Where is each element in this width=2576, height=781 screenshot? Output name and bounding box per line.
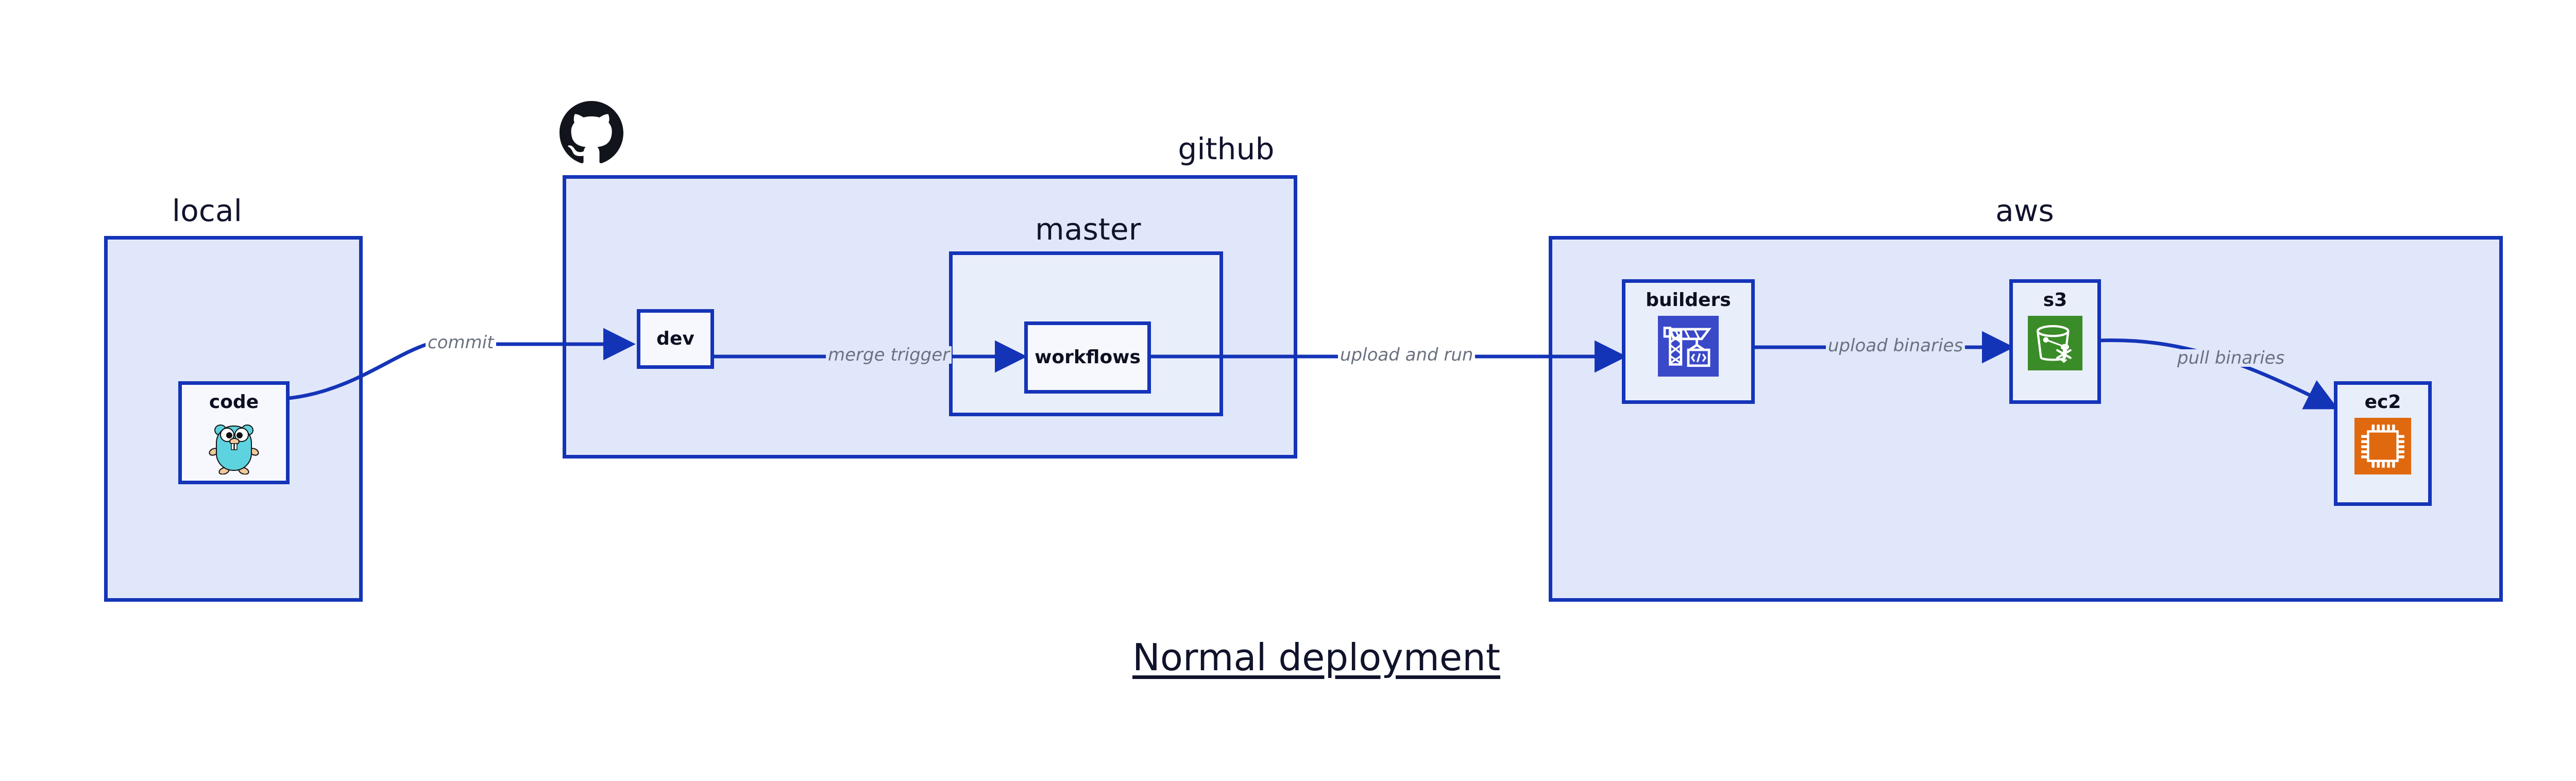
s3-bucket-icon — [2028, 316, 2082, 372]
node-code[interactable]: code — [178, 381, 290, 484]
node-dev-label: dev — [656, 328, 694, 349]
edge-label-merge-trigger: merge trigger — [826, 346, 952, 364]
node-ec2[interactable]: ec2 — [2334, 381, 2432, 506]
cpu-chip-icon — [2354, 418, 2411, 477]
edge-label-commit: commit — [426, 334, 496, 351]
node-ec2-label: ec2 — [2364, 392, 2401, 413]
zone-label-local: local — [172, 193, 243, 228]
node-builders[interactable]: builders — [1622, 279, 1755, 404]
zone-label-aws: aws — [1995, 193, 2054, 228]
zone-label-github: github — [1178, 131, 1275, 166]
crane-code-icon — [1658, 316, 1719, 379]
edge-label-pull-binaries: pull binaries — [2175, 349, 2287, 367]
node-workflows[interactable]: workflows — [1024, 321, 1151, 394]
github-octocat-icon — [560, 101, 623, 167]
edge-label-upload-binaries: upload binaries — [1826, 337, 1965, 354]
node-code-label: code — [209, 392, 259, 413]
go-gopher-icon — [207, 418, 261, 477]
zone-label-master: master — [1035, 212, 1141, 247]
node-dev[interactable]: dev — [637, 309, 714, 369]
node-builders-label: builders — [1646, 290, 1731, 311]
node-s3[interactable]: s3 — [2009, 279, 2101, 404]
node-workflows-label: workflows — [1035, 347, 1141, 368]
diagram-title: Normal deployment — [1132, 636, 1501, 679]
edge-label-upload-and-run: upload and run — [1338, 346, 1476, 364]
node-s3-label: s3 — [2043, 290, 2067, 311]
